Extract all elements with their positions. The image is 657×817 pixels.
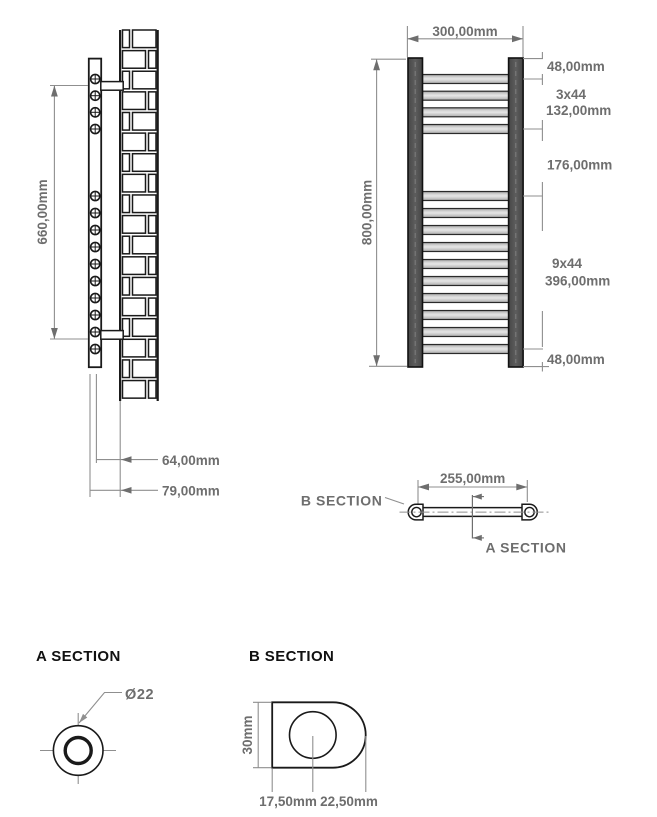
brick [147,338,157,358]
brick [121,194,131,214]
brick [131,276,157,296]
rung [421,123,510,135]
brick [131,152,157,173]
diameter-22-label: Ø22 [125,687,154,703]
brick [131,70,157,90]
brick [121,132,147,152]
rung [421,224,510,236]
brick [121,359,131,379]
dim-79-label: 79,00mm [162,484,220,499]
dim-800-label: 800,00mm [360,180,375,245]
brick [121,256,147,276]
brick [131,194,157,214]
b-section-title: B SECTION [249,648,334,665]
brick [147,91,157,111]
rung [421,73,510,85]
wall-bracket-bottom [100,329,124,340]
dim-22-50-label: 22,50mm [320,794,378,809]
rung [421,275,510,287]
brick [121,91,147,111]
brick [121,276,131,296]
tube-inner-circle [63,735,93,766]
section-cut-line-a [471,493,484,541]
brick [121,338,147,358]
rung [421,207,510,219]
brick [121,49,147,69]
brick [131,29,157,49]
tube-outer-circle [52,724,104,777]
rung [421,343,510,355]
rung [421,258,510,270]
right-dimension-ladder: 48,00mm 3x44 132,00mm 176,00mm 9x44 396,… [523,52,612,372]
brick [147,379,157,399]
dim-9x44-label: 9x44 [552,256,583,271]
brick-wall [121,29,157,399]
rung [421,326,510,338]
dim-48-bottom-label: 48,00mm [547,352,605,367]
brick [121,152,131,173]
top-view: 255,00mm B SECTION A SECTION [301,471,567,556]
rung [421,292,510,304]
rung [421,107,510,118]
arrowhead [472,534,482,541]
brick [121,379,147,399]
brick [147,132,157,152]
leader-line [384,496,405,505]
rung [421,90,510,101]
dim-3x44-label: 3x44 [556,87,587,102]
brick [121,317,131,338]
brick [131,235,157,255]
rung-end-circles [89,73,101,355]
radiator-rungs [421,73,510,355]
brick [147,256,157,276]
a-section-detail: A SECTION Ø22 [36,648,154,784]
brick [147,173,157,193]
a-section-callout: A SECTION [486,540,567,556]
rung [421,190,510,202]
side-view: 660,00mm 64,00mm 79,00mm [35,29,220,499]
brick [147,297,157,317]
brick [121,235,131,255]
brick [147,49,157,69]
dim-30-label: 30mm [240,715,255,754]
brick [131,317,157,338]
wall-bracket-top [100,80,124,91]
rail-right [507,57,524,368]
leader-line [78,691,122,724]
rung [421,309,510,321]
dim-64-label: 64,00mm [162,453,220,468]
dim-660-label: 660,00mm [35,179,50,244]
brick [121,111,131,131]
rung [421,241,510,253]
b-section-callout: B SECTION [301,493,383,509]
dim-396-label: 396,00mm [545,274,610,289]
dim-300-label: 300,00mm [432,24,497,39]
dim-17-50-label: 17,50mm [259,794,317,809]
brick [131,111,157,131]
dim-255-label: 255,00mm [440,471,505,486]
brick [147,214,157,234]
front-view: 300,00mm 800,00mm 48,00mm 3x44 [360,24,612,372]
arrowhead [79,713,88,723]
arrowhead [121,487,132,494]
brick [121,29,131,49]
brick [121,70,131,90]
brick [121,173,147,193]
wall-back-line [156,30,159,401]
rail-left [407,57,424,368]
wall-face-line [119,30,122,401]
arrowhead [472,493,482,500]
brick [121,297,147,317]
arrowhead [121,456,132,463]
brick [131,359,157,379]
brick [121,214,147,234]
dim-176-label: 176,00mm [547,158,612,173]
dim-132-label: 132,00mm [546,103,611,118]
b-section-detail: B SECTION 30mm 17,50mm 22,50mm [240,648,378,809]
a-section-title: A SECTION [36,648,121,665]
dim-48-top-label: 48,00mm [547,59,605,74]
